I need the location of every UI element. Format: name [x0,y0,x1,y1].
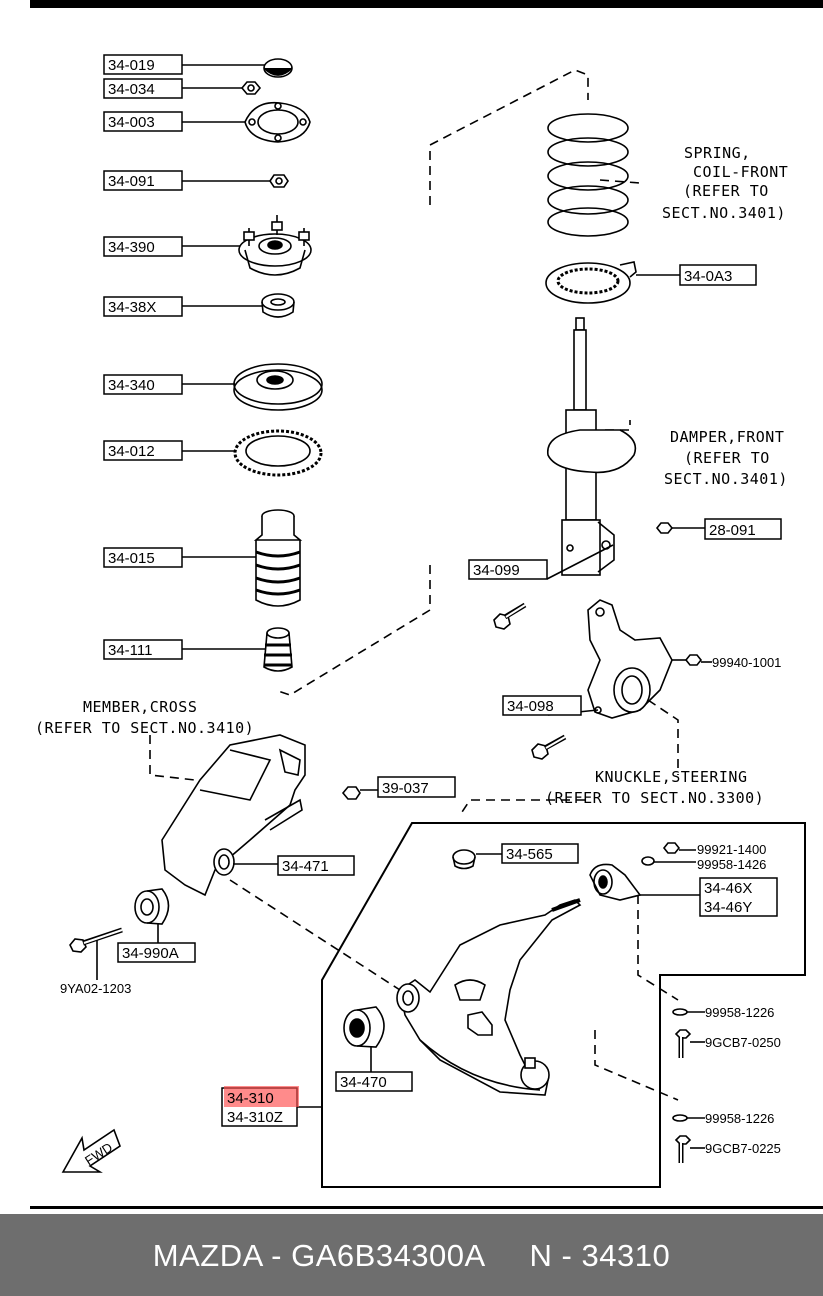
nut-part-091 [269,174,289,188]
leader-34-099 [546,544,614,580]
note-knuckle-line2: (REFER TO SECT.NO.3300) [545,789,764,807]
parts-diagram: FWD 34-019 34-034 34-003 34-091 34-390 3… [35,54,806,1188]
note-spring-line3: (REFER TO [683,182,769,200]
cross-member-part [161,734,361,897]
leaders-left [182,64,270,650]
small-nut-washer [641,842,681,866]
label-99958-1426: 99958-1426 [697,857,766,872]
label-34-340: 34-340 [108,377,155,394]
spring-seat-0a3-part [545,261,637,304]
label-99958-1226-upper: 99958-1226 [705,1005,774,1020]
label-34-003: 34-003 [108,114,155,131]
label-34-091: 34-091 [108,173,155,190]
footer-caption: MAZDA - GA6B34300A N - 34310 [152,1238,671,1273]
rubber-ring-part [233,429,323,477]
label-99940-1001: 99940-1001 [712,655,781,670]
label-34-470: 34-470 [340,1074,387,1091]
damper-part [547,317,674,576]
long-bolt-part [69,927,123,953]
bushing-38x-part [261,293,295,318]
label-99921-1400: 99921-1400 [697,842,766,857]
nut-part-034 [240,81,262,95]
label-34-471: 34-471 [282,858,329,875]
front-bushing-part [343,1006,385,1048]
washer-bolt-upper [672,1008,692,1058]
dust-boot-part [253,509,303,607]
note-damper-line1: DAMPER,FRONT [670,428,784,446]
gasket-part [244,101,311,143]
label-34-310z: 34-310Z [227,1109,283,1126]
note-spring-line2: COIL-FRONT [693,163,788,181]
spring-seat-part [233,363,323,411]
washer-bolt-lower [672,1114,692,1163]
label-34-098: 34-098 [507,698,554,715]
note-spring-line4: SECT.NO.3401) [662,204,786,222]
fwd-arrow-icon: FWD [61,1128,121,1173]
castle-nut-part [452,849,476,870]
note-knuckle-line1: KNUCKLE,STEERING [595,768,748,786]
label-9gcb7-0225: 9GCB7-0225 [705,1141,781,1156]
bolt-099-part [493,602,527,630]
label-34-034: 34-034 [108,81,155,98]
label-34-099: 34-099 [473,562,520,579]
label-34-38x: 34-38X [108,299,156,316]
note-damper-line3: SECT.NO.3401) [664,470,788,488]
bushing-990a-part [134,888,170,925]
label-34-111: 34-111 [108,642,152,659]
label-boxes [103,54,782,1127]
bottom-border [30,1206,823,1209]
note-damper-line2: (REFER TO [684,449,770,467]
bolt-098-part [531,734,567,760]
cap-part [263,58,293,78]
label-34-015: 34-015 [108,550,155,567]
rear-bushing-part [589,863,642,901]
label-9ya02-1203: 9YA02-1203 [60,981,131,996]
highlight-34-310 [224,1086,299,1107]
label-9gcb7-0250: 9GCB7-0250 [705,1035,781,1050]
label-28-091: 28-091 [709,522,756,539]
top-border [30,0,823,8]
dashed-guides [149,69,679,1101]
bump-stop-part [263,627,293,672]
label-34-565: 34-565 [506,846,553,863]
knuckle-part [587,599,703,719]
label-34-46x: 34-46X [704,880,752,897]
label-34-019: 34-019 [108,57,155,74]
lower-control-arm-part [396,898,582,1096]
label-34-012: 34-012 [108,443,155,460]
label-34-310: 34-310 [227,1090,274,1107]
label-34-990a: 34-990A [122,945,179,962]
strut-mount-part [238,215,312,276]
note-member-line2: (REFER TO SECT.NO.3410) [35,719,254,737]
label-99958-1226-lower: 99958-1226 [705,1111,774,1126]
note-spring-line1: SPRING, [684,144,751,162]
label-34-390: 34-390 [108,239,155,256]
label-34-46y: 34-46Y [704,899,752,916]
lower-arm-frame [321,822,806,1188]
footer-bar [0,1214,823,1296]
label-39-037: 39-037 [382,780,429,797]
coil-spring-part [547,113,629,237]
note-member-line1: MEMBER,CROSS [83,698,197,716]
label-34-0a3: 34-0A3 [684,268,732,285]
